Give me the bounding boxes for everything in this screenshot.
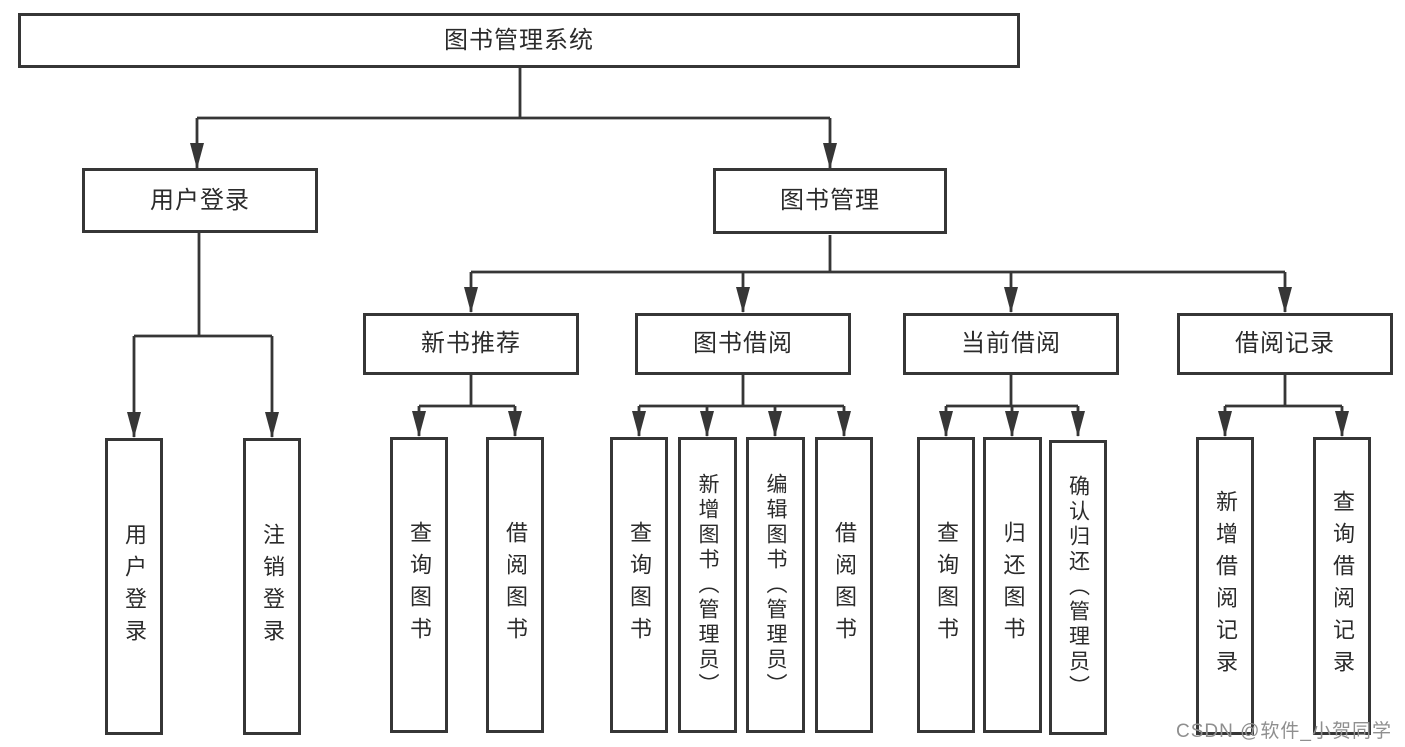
csdn-watermark: CSDN @软件_小贺同学: [1176, 721, 1392, 742]
node-book-management-module: 图书管理: [713, 168, 947, 234]
node-logout-action: 注销登录: [243, 438, 301, 735]
node-current-borrowing: 当前借阅: [903, 313, 1119, 375]
node-add-books-admin: 新增图书（管理员）: [678, 437, 737, 733]
node-new-book-recommendation: 新书推荐: [363, 313, 579, 375]
node-return-books: 归还图书: [983, 437, 1042, 733]
node-query-books-current: 查询图书: [917, 437, 975, 733]
node-confirm-return-admin: 确认归还（管理员）: [1049, 440, 1107, 735]
node-query-books-recommend: 查询图书: [390, 437, 448, 733]
node-add-borrow-record: 新增借阅记录: [1196, 437, 1254, 735]
node-user-login-module: 用户登录: [82, 168, 318, 233]
node-library-management-system: 图书管理系统: [18, 13, 1020, 68]
node-borrow-books-recommend: 借阅图书: [486, 437, 544, 733]
node-query-borrow-record: 查询借阅记录: [1313, 437, 1371, 735]
node-borrowing-records: 借阅记录: [1177, 313, 1393, 375]
node-book-borrowing: 图书借阅: [635, 313, 851, 375]
node-borrow-books-borrowing: 借阅图书: [815, 437, 873, 733]
node-query-books-borrowing: 查询图书: [610, 437, 668, 733]
node-user-login-action: 用户登录: [105, 438, 163, 735]
node-edit-books-admin: 编辑图书（管理员）: [746, 437, 805, 733]
